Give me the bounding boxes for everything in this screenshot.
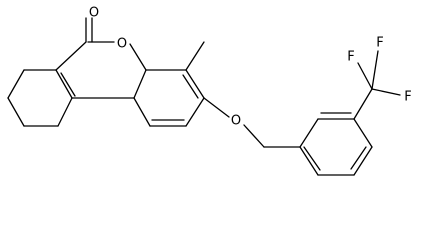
phenyl-bond [353,118,373,148]
cf-bond [371,50,379,90]
benzo-bond [133,97,151,127]
structure-diagram: O O O F F F [7,6,412,176]
cyclohexene-bond [7,97,25,127]
phenyl-bond [299,146,319,176]
fused-ring-double-bond [60,72,76,97]
cyclohexene-bond [7,69,25,99]
benzo-bond [185,97,205,127]
ether-oxygen-label: O [231,114,241,129]
bond-layer [7,17,401,176]
methyl-bond [185,41,205,71]
ether-bond [203,97,230,118]
phenyl-double-bond [303,146,321,171]
ether-bond [243,124,265,148]
benzo-double-bond [182,74,199,99]
cf3-bond [353,88,373,120]
lactone-bond [55,41,87,71]
fused-ring-bond [55,69,73,99]
lactone-bond [129,43,147,71]
ring-oxygen-label: O [117,37,127,52]
carbonyl-oxygen-label: O [89,6,99,21]
fluorine-right-label: F [404,90,411,105]
cf-bond [371,88,401,96]
benzo-bond [185,69,205,99]
fluorine-top-label: F [376,36,383,51]
cf-bond [357,62,373,90]
atom-label-layer: O O O F F F [89,6,412,129]
fused-ring-bond [57,97,73,127]
lactone-bond [133,69,147,99]
phenyl-double-bond [350,146,367,170]
phenyl-bond [353,146,373,176]
phenyl-bond [299,118,319,148]
fluorine-left-label: F [347,50,354,65]
